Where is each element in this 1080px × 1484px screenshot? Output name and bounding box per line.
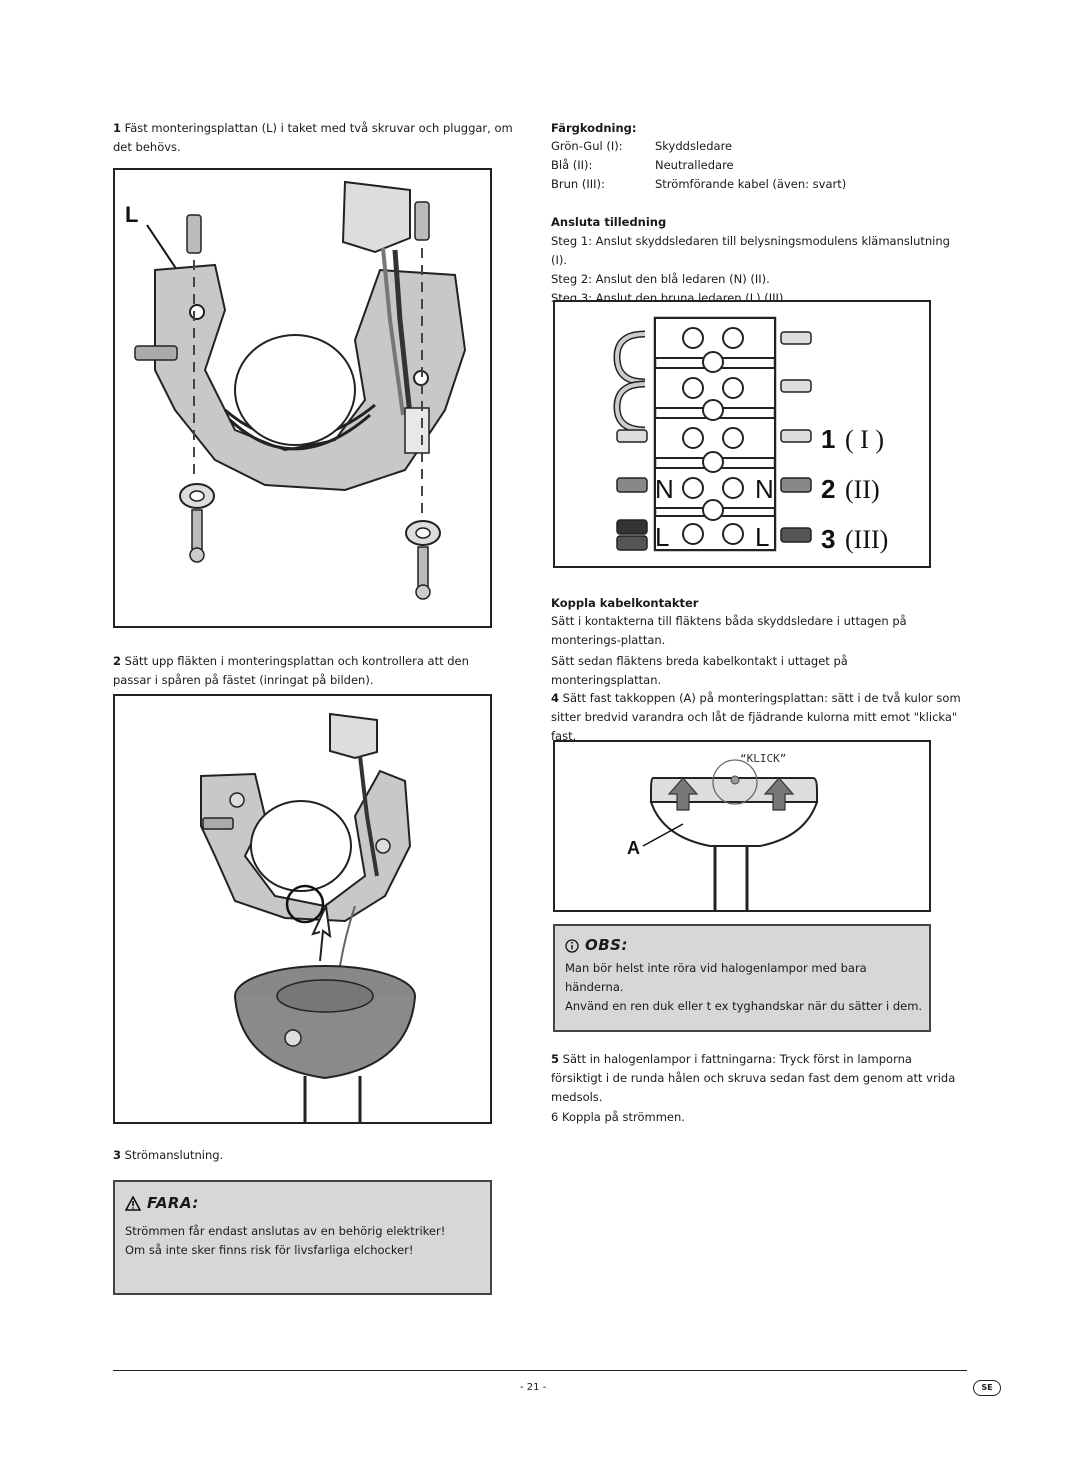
warning-triangle-icon bbox=[125, 1196, 141, 1211]
figure-terminal-block: N N L L 1 ( I ) 2 (II) 3 (III) bbox=[553, 300, 931, 568]
cable-heading: Koppla kabelkontakter bbox=[551, 596, 699, 610]
step-number: 4 bbox=[551, 691, 560, 705]
step-4: 4 Sätt fast takkoppen (A) på monteringsp… bbox=[551, 689, 966, 746]
fig1-label: L bbox=[125, 202, 138, 227]
ceiling-cup-illustration: “KLICK” A bbox=[627, 752, 819, 910]
fara-line-2: Om så inte sker finns risk för livsfarli… bbox=[125, 1243, 414, 1257]
step-text: Koppla på strömmen. bbox=[561, 1110, 685, 1124]
terminal-block-diagram: N N L L 1 ( I ) 2 (II) 3 (III) bbox=[613, 316, 888, 554]
step-5: 5 Sätt in halogenlampor i fattningarna: … bbox=[551, 1050, 961, 1107]
color-value: Skyddsledare bbox=[655, 139, 733, 153]
obs-line-1: Man bör helst inte röra vid halogenlampo… bbox=[565, 961, 867, 994]
connect-heading: Ansluta tilledning bbox=[551, 215, 667, 229]
step-number: 1 bbox=[113, 121, 122, 135]
connect-step: Steg 1: Anslut skyddsledaren till belysn… bbox=[551, 234, 950, 267]
connect-steps: Steg 1: Anslut skyddsledaren till belysn… bbox=[551, 232, 961, 308]
step-number: 2 bbox=[113, 654, 122, 668]
fara-line-1: Strömmen får endast anslutas av en behör… bbox=[125, 1224, 446, 1238]
terminal-l-right: L bbox=[755, 522, 769, 552]
step-text: Strömanslutning. bbox=[124, 1148, 224, 1162]
figure-mounting-plate: L bbox=[113, 168, 492, 628]
step-number: 5 bbox=[551, 1052, 560, 1066]
step-number: 6 bbox=[551, 1110, 559, 1124]
color-row: Brun (III): Strömförande kabel (även: sva… bbox=[551, 175, 846, 194]
page-number: - 21 - bbox=[520, 1382, 547, 1393]
figure-ceiling-cup: “KLICK” A bbox=[553, 740, 931, 912]
info-icon bbox=[565, 938, 579, 953]
color-heading: Färgkodning: bbox=[551, 121, 637, 135]
terminal-n-right: N bbox=[755, 474, 774, 504]
color-row: Grön-Gul (I): Skyddsledare bbox=[551, 137, 846, 156]
obs-title: OBS: bbox=[585, 936, 628, 954]
terminal-label-3-roman: (III) bbox=[845, 525, 888, 554]
terminal-label-1-roman: ( I ) bbox=[845, 425, 884, 454]
color-code-table: Grön-Gul (I): Skyddsledare Blå (II): Neutr… bbox=[551, 137, 846, 194]
cable-paragraph-1: Sätt i kontakterna till fläktens båda sk… bbox=[551, 614, 907, 647]
step-text: Sätt upp fläkten i monteringsplattan och… bbox=[113, 654, 469, 687]
terminal-label-3-num: 3 bbox=[821, 524, 835, 554]
step-text: Sätt in halogenlampor i fattningarna: Tr… bbox=[551, 1052, 956, 1104]
cable-paragraph-2: Sätt sedan fläktens breda kabelkontakt i… bbox=[551, 654, 848, 687]
connect-step: Steg 2: Anslut den blå ledaren (N) (II). bbox=[551, 272, 770, 286]
color-label: Blå (II): bbox=[551, 158, 593, 172]
step-6: 6 Koppla på strömmen. bbox=[551, 1108, 961, 1127]
fan-mounting-illustration bbox=[200, 712, 416, 1122]
obs-note-box: OBS: Man bör helst inte röra vid halogen… bbox=[553, 924, 931, 1032]
color-value: Neutralledare bbox=[655, 158, 734, 172]
step-number: 3 bbox=[113, 1148, 122, 1162]
color-label: Grön-Gul (I): bbox=[551, 139, 623, 153]
color-row: Blå (II): Neutralledare bbox=[551, 156, 846, 175]
step-2: 2 Sätt upp fläkten i monteringsplattan o… bbox=[113, 652, 503, 690]
fig-a-label: A bbox=[627, 838, 640, 858]
color-value: Strömförande kabel (även: svart) bbox=[655, 177, 847, 191]
terminal-label-1-num: 1 bbox=[821, 424, 835, 454]
step-text: Fäst monteringsplattan (L) i taket med t… bbox=[113, 121, 513, 154]
figure-fan-mounting bbox=[113, 694, 492, 1124]
footer-rule bbox=[113, 1370, 967, 1371]
step-1: 1 Fäst monteringsplattan (L) i taket med… bbox=[113, 119, 513, 157]
step-3: 3 Strömanslutning. bbox=[113, 1146, 493, 1165]
terminal-l-left: L bbox=[655, 522, 669, 552]
fara-title: FARA: bbox=[147, 1194, 199, 1212]
terminal-label-2-num: 2 bbox=[821, 474, 835, 504]
terminal-label-2-roman: (II) bbox=[845, 475, 880, 504]
fara-warning-box: FARA: Strömmen får endast anslutas av en… bbox=[113, 1180, 492, 1295]
terminal-n-left: N bbox=[655, 474, 674, 504]
obs-line-2: Använd en ren duk eller t ex tyghandskar… bbox=[565, 999, 923, 1013]
language-badge: SE bbox=[973, 1380, 1001, 1396]
color-label: Brun (III): bbox=[551, 177, 605, 191]
klick-label: “KLICK” bbox=[740, 752, 786, 765]
step-text: Sätt fast takkoppen (A) på monteringspla… bbox=[551, 691, 961, 743]
mounting-plate-illustration: L bbox=[125, 180, 467, 600]
